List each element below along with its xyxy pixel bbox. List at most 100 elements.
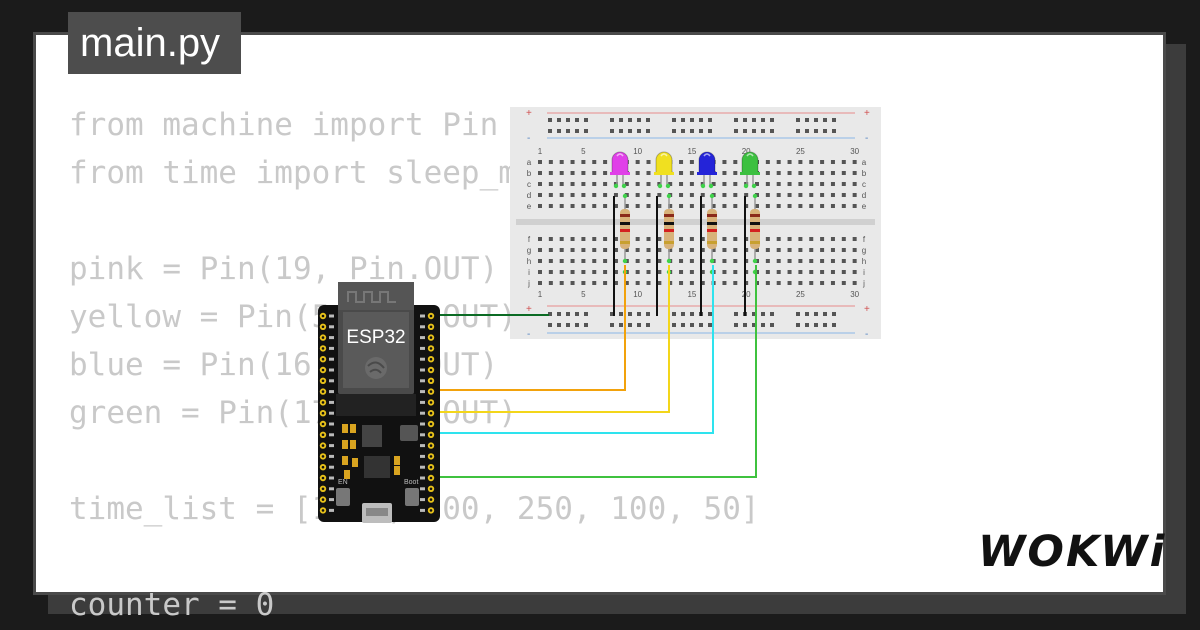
breadboard-hole[interactable]	[798, 270, 803, 274]
rail-hole[interactable]	[681, 323, 685, 327]
breadboard-hole[interactable]	[603, 171, 608, 175]
rail-hole[interactable]	[672, 312, 676, 316]
breadboard-hole[interactable]	[765, 281, 770, 285]
rail-hole[interactable]	[699, 118, 703, 122]
breadboard-hole[interactable]	[570, 237, 575, 241]
rail-hole[interactable]	[743, 129, 747, 133]
breadboard-hole[interactable]	[559, 270, 564, 274]
rail-hole[interactable]	[761, 118, 765, 122]
breadboard-hole[interactable]	[570, 182, 575, 186]
breadboard-hole[interactable]	[733, 193, 738, 197]
breadboard-hole[interactable]	[820, 182, 825, 186]
breadboard-hole[interactable]	[570, 270, 575, 274]
breadboard-hole[interactable]	[538, 270, 542, 274]
breadboard-hole[interactable]	[613, 259, 618, 263]
breadboard-hole[interactable]	[592, 171, 597, 175]
rail-hole[interactable]	[637, 118, 641, 122]
breadboard-hole[interactable]	[733, 204, 738, 208]
rail-hole[interactable]	[628, 323, 632, 327]
breadboard-hole[interactable]	[744, 193, 749, 197]
breadboard-hole[interactable]	[776, 160, 781, 164]
breadboard-hole[interactable]	[548, 204, 553, 208]
rail-hole[interactable]	[832, 129, 836, 133]
breadboard-hole[interactable]	[603, 270, 608, 274]
rail-hole[interactable]	[699, 323, 703, 327]
rail-hole[interactable]	[548, 129, 552, 133]
green-led[interactable]	[741, 151, 759, 175]
breadboard-hole[interactable]	[798, 281, 803, 285]
breadboard-hole[interactable]	[689, 171, 694, 175]
breadboard-hole[interactable]	[679, 182, 684, 186]
breadboard-hole[interactable]	[830, 237, 835, 241]
rail-hole[interactable]	[734, 118, 738, 122]
breadboard-hole[interactable]	[592, 248, 597, 252]
breadboard-hole[interactable]	[548, 182, 553, 186]
breadboard-hole[interactable]	[809, 182, 814, 186]
rail-hole[interactable]	[690, 129, 694, 133]
breadboard-hole[interactable]	[852, 270, 857, 274]
rail-hole[interactable]	[734, 312, 738, 316]
rail-hole[interactable]	[823, 129, 827, 133]
rail-hole[interactable]	[619, 323, 623, 327]
breadboard-hole[interactable]	[798, 248, 803, 252]
rail-hole[interactable]	[805, 118, 809, 122]
rail-hole[interactable]	[628, 118, 632, 122]
breadboard-hole[interactable]	[635, 171, 640, 175]
breadboard-hole[interactable]	[744, 237, 749, 241]
rail-hole[interactable]	[610, 118, 614, 122]
breadboard-hole[interactable]	[830, 160, 835, 164]
breadboard-hole[interactable]	[830, 171, 835, 175]
breadboard-hole[interactable]	[559, 237, 564, 241]
breadboard-hole[interactable]	[787, 259, 792, 263]
rail-hole[interactable]	[770, 312, 774, 316]
breadboard-hole[interactable]	[581, 281, 586, 285]
breadboard-hole[interactable]	[733, 281, 738, 285]
rail-hole[interactable]	[814, 129, 818, 133]
breadboard-hole[interactable]	[820, 204, 825, 208]
breadboard-hole[interactable]	[809, 160, 814, 164]
breadboard-hole[interactable]	[548, 237, 553, 241]
rail-hole[interactable]	[681, 129, 685, 133]
rail-hole[interactable]	[575, 118, 579, 122]
rail-hole[interactable]	[619, 129, 623, 133]
rail-hole[interactable]	[548, 323, 552, 327]
breadboard-hole[interactable]	[776, 281, 781, 285]
breadboard-hole[interactable]	[581, 248, 586, 252]
breadboard-hole[interactable]	[581, 204, 586, 208]
breadboard-hole[interactable]	[635, 182, 640, 186]
breadboard-hole[interactable]	[744, 281, 749, 285]
rail-hole[interactable]	[734, 129, 738, 133]
breadboard-hole[interactable]	[689, 281, 694, 285]
breadboard-hole[interactable]	[679, 259, 684, 263]
rail-hole[interactable]	[814, 323, 818, 327]
rail-hole[interactable]	[681, 312, 685, 316]
breadboard-hole[interactable]	[776, 171, 781, 175]
rail-hole[interactable]	[637, 129, 641, 133]
breadboard-hole[interactable]	[548, 281, 553, 285]
breadboard-hole[interactable]	[765, 270, 770, 274]
yellow-signal-wire[interactable]	[430, 265, 670, 413]
rail-hole[interactable]	[575, 129, 579, 133]
rail-hole[interactable]	[690, 312, 694, 316]
breadboard-hole[interactable]	[711, 182, 716, 186]
rail-hole[interactable]	[672, 118, 676, 122]
rail-hole[interactable]	[584, 312, 588, 316]
rail-hole[interactable]	[584, 323, 588, 327]
breadboard-hole[interactable]	[841, 248, 846, 252]
rail-hole[interactable]	[796, 312, 800, 316]
rail-hole[interactable]	[646, 118, 650, 122]
breadboard-hole[interactable]	[689, 160, 694, 164]
breadboard-hole[interactable]	[852, 182, 857, 186]
breadboard-hole[interactable]	[852, 171, 857, 175]
breadboard-hole[interactable]	[548, 270, 553, 274]
rail-hole[interactable]	[672, 323, 676, 327]
breadboard-hole[interactable]	[624, 182, 629, 186]
breadboard-hole[interactable]	[646, 204, 651, 208]
breadboard-hole[interactable]	[635, 270, 640, 274]
breadboard-hole[interactable]	[776, 259, 781, 263]
breadboard-hole[interactable]	[603, 204, 608, 208]
breadboard-hole[interactable]	[646, 281, 651, 285]
breadboard-hole[interactable]	[733, 270, 738, 274]
breadboard-hole[interactable]	[787, 204, 792, 208]
rail-hole[interactable]	[566, 312, 570, 316]
